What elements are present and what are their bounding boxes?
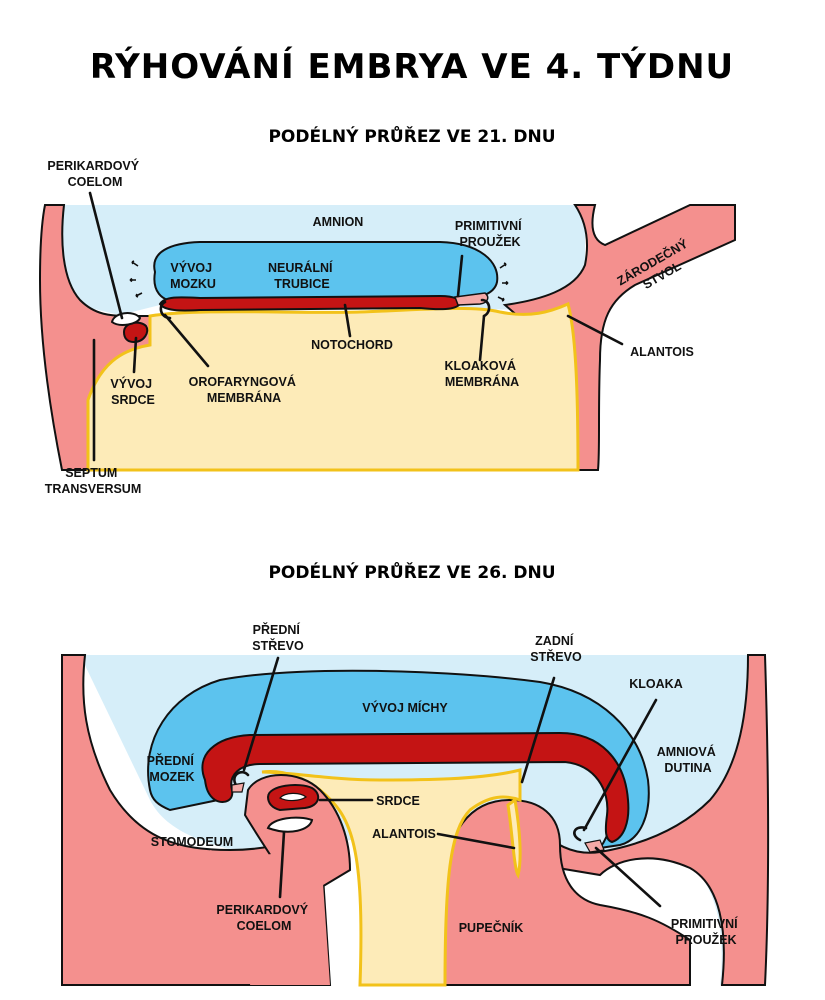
label-vyvoj-mozku: VÝVOJ MOZKU [170,260,216,291]
label-predni-mozek: PŘEDNÍ MOZEK [147,753,198,784]
label-kloakova-membrana: KLOAKOVÁ MEMBRÁNA [444,358,519,389]
label-vyvoj-srdce: VÝVOJ SRDCE [110,376,155,407]
stomodeum-region-26 [210,840,330,985]
label-primitivni-prouzek-26: PRIMITIVNÍ PROUŽEK [671,916,741,947]
label-neuralni-trubice: NEURÁLNÍ TRUBICE [268,260,336,291]
label-perikardovy-coelom-26: PERIKARDOVÝ COELOM [216,902,311,933]
label-srdce: SRDCE [376,794,420,808]
heart-lumen-26 [279,792,308,802]
label-alantois-26: ALANTOIS [372,827,436,841]
page-title: RÝHOVÁNÍ EMBRYA VE 4. TÝDNU [90,46,734,87]
label-septum-transversum: SEPTUM TRANSVERSUM [45,466,142,496]
pericardial-coelom-26 [266,816,314,833]
yolk-stalk-26 [261,768,522,987]
label-alantois-21: ALANTOIS [630,345,694,359]
label-amnion: AMNION [313,215,364,229]
label-vyvoj-michy: VÝVOJ MÍCHY [362,700,448,715]
label-stomodeum: STOMODEUM [151,835,233,849]
neural-tube-26 [201,731,630,844]
label-notochord: NOTOCHORD [311,338,393,352]
neural-tube-21 [158,294,462,312]
label-perikardovy-coelom-21: PERIKARDOVÝ COELOM [47,158,142,189]
allantois-26 [506,797,522,879]
label-zadni-strevo: ZADNÍ STŘEVO [530,633,582,664]
yolk-sac-21 [86,301,580,472]
primitive-streak-26 [584,839,605,853]
right-mesoderm-26 [539,654,770,986]
section2-subtitle: PODÉLNÝ PRŮŘEZ VE 26. DNU [268,560,555,583]
label-amniova-dutina: AMNIOVÁ DUTINA [657,744,720,775]
label-predni-strevo: PŘEDNÍ STŘEVO [252,622,304,653]
flow-arrows-21 [129,260,509,302]
oropharyngeal-membrane-26 [231,782,245,793]
section2-diagram: PŘEDNÍ STŘEVO ZADNÍ STŘEVO KLOAKA VÝVOJ … [61,622,770,987]
label-kloaka: KLOAKA [629,677,682,691]
section1-subtitle: PODÉLNÝ PRŮŘEZ VE 21. DNU [268,124,555,147]
label-orofaryngova-membrana: OROFARYNGOVÁ MEMBRÁNA [189,374,300,405]
pericardial-coelom-21 [110,312,142,326]
label-pupecnik: PUPEČNÍK [459,920,524,935]
label-primitivni-prouzek-21: PRIMITIVNÍ PROUŽEK [455,218,525,249]
section1-diagram: PERIKARDOVÝ COELOM AMNION PRIMITIVNÍ PRO… [38,158,736,496]
